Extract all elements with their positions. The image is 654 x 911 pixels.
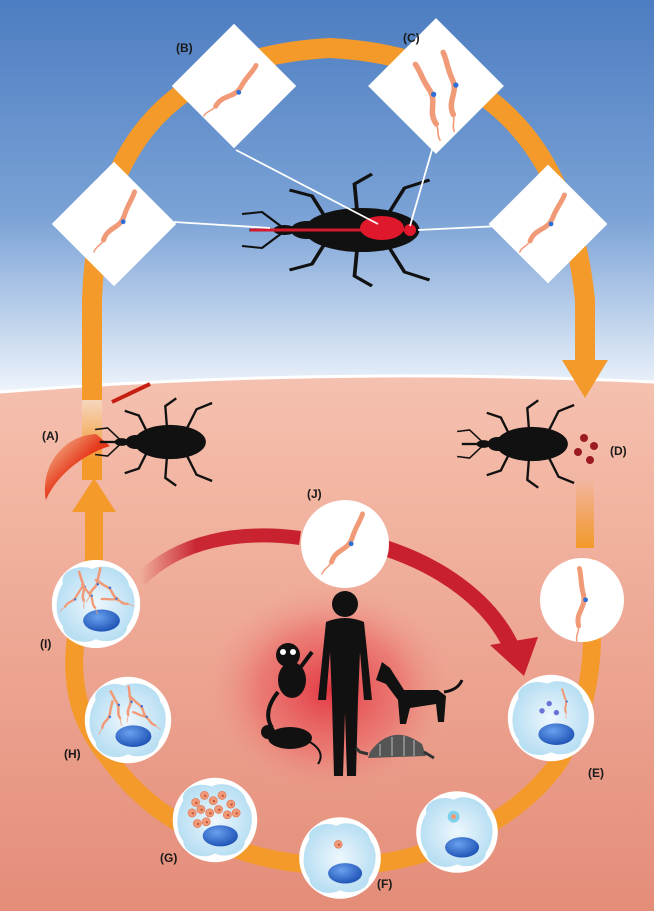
host-cell-g (173, 778, 257, 862)
fade-under-d (576, 478, 594, 548)
host-cell-e (508, 675, 594, 761)
label-e: (E) (588, 766, 604, 780)
host-cell-i (52, 560, 140, 648)
label-j: (J) (307, 487, 322, 501)
label-g: (G) (160, 851, 177, 865)
label-d: (D) (610, 444, 627, 458)
label-a: (A) (42, 429, 59, 443)
bloodstream-circle (301, 500, 389, 588)
host-cell-h (85, 677, 171, 763)
label-b: (B) (176, 41, 193, 55)
label-i: (I) (40, 637, 51, 651)
label-f: (F) (377, 877, 392, 891)
label-c: (C) (403, 31, 420, 45)
label-h: (H) (64, 747, 81, 761)
host-cell-f (299, 817, 381, 899)
host-cell-unlabeled (416, 791, 498, 873)
